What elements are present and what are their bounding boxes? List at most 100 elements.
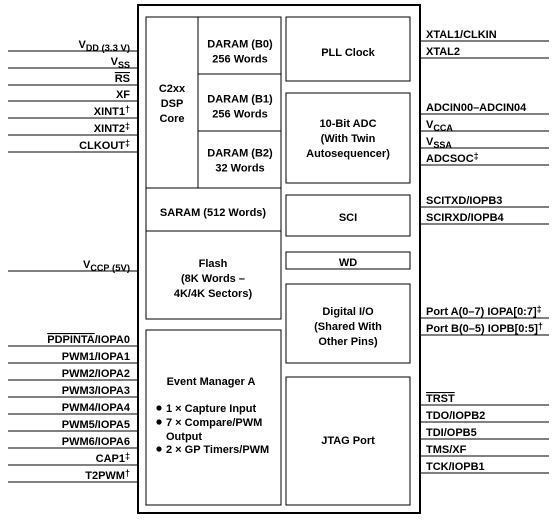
dio-label: (Shared With <box>314 321 382 333</box>
chip-outline <box>137 4 421 514</box>
daram-b1-label: DARAM (B1) <box>207 94 273 106</box>
pin-label: TCK/IOPB1 <box>426 461 485 473</box>
pin-label: PWM5/IOPA5 <box>62 419 130 431</box>
pin-label: PWM1/IOPA1 <box>62 351 130 363</box>
flash-label: 4K/4K Sectors) <box>174 288 253 300</box>
daram-b2-box <box>197 130 282 189</box>
digital-io-box <box>285 283 411 364</box>
pin-left: T2PWM† <box>8 468 138 483</box>
pin-right: TDI/OPB5 <box>420 427 549 440</box>
flash-label: (8K Words – <box>181 273 245 285</box>
pin-label: T2PWM† <box>85 468 130 482</box>
pin-right: XTAL2 <box>420 46 549 59</box>
event-manager-box <box>145 329 282 506</box>
pin-left: PWM3/IOPA3 <box>8 385 138 398</box>
event-manager-item: 1 × Capture Input <box>166 403 256 415</box>
flash-box <box>145 230 282 320</box>
flash-label: Flash <box>199 258 228 270</box>
pin-label: PWM3/IOPA3 <box>62 385 130 397</box>
pin-label: VCCA <box>426 119 453 133</box>
pin-label: SCIRXD/IOPB4 <box>426 212 505 224</box>
event-manager-item: 7 × Compare/PWM <box>166 417 262 429</box>
pin-left: VDD (3.3 V) <box>8 39 138 54</box>
bullet-icon <box>156 405 162 411</box>
pin-right: ADCIN00–ADCIN04 <box>420 102 549 115</box>
pin-label: TDI/OPB5 <box>426 427 477 439</box>
dio-label: Digital I/O <box>322 306 374 318</box>
pin-label: CLKOUT‡ <box>79 138 130 152</box>
adc-label: Autosequencer) <box>306 148 390 160</box>
bullet-icon <box>156 419 162 425</box>
pin-right: Port A(0–7) IOPA[0:7]‡ <box>420 304 549 319</box>
pin-label: PWM6/IOPA6 <box>62 436 130 448</box>
pin-label: VCCP (5V) <box>83 259 130 274</box>
daram-b1-label: 256 Words <box>212 109 267 121</box>
pin-label: SCITXD/IOPB3 <box>426 195 502 207</box>
pin-right: TMS/XF <box>420 444 549 457</box>
wd-label: WD <box>339 257 357 269</box>
bullet-icon <box>156 446 162 452</box>
pin-right: TCK/IOPB1 <box>420 461 549 474</box>
pll-label: PLL Clock <box>321 47 375 59</box>
pin-left: PWM2/IOPA2 <box>8 368 138 381</box>
pin-label: TMS/XF <box>426 444 467 456</box>
pin-left: PWM6/IOPA6 <box>8 436 138 449</box>
pin-right: TRST <box>420 393 549 406</box>
daram-b0-label: 256 Words <box>212 54 267 66</box>
pin-left: PWM4/IOPA4 <box>8 402 138 415</box>
event-manager-title: Event Manager A <box>167 376 256 388</box>
pin-left: PWM5/IOPA5 <box>8 419 138 432</box>
pin-label: ADCIN00–ADCIN04 <box>426 102 527 114</box>
pll-clock-box <box>285 16 411 82</box>
pin-label: XINT1† <box>94 104 130 118</box>
pin-label: VDD (3.3 V) <box>79 39 131 54</box>
pin-label: XF <box>116 89 130 101</box>
pin-left: XINT2‡ <box>8 121 138 136</box>
pin-label: TRST <box>426 393 455 405</box>
pin-left: XINT1† <box>8 104 138 119</box>
dio-label: Other Pins) <box>318 336 378 348</box>
pin-label: XINT2‡ <box>94 121 130 135</box>
pin-right: Port B(0–5) IOPB[0:5]† <box>420 321 549 336</box>
pin-right: VSSA <box>420 136 549 150</box>
adc-label: 10-Bit ADC <box>319 118 376 130</box>
cpu-label: C2xx <box>159 83 186 95</box>
sci-label: SCI <box>339 212 357 224</box>
pin-left: PDPINTA/IOPA0 <box>8 334 138 347</box>
pin-label: TDO/IOPB2 <box>426 410 485 422</box>
event-manager-item: Output <box>166 431 202 443</box>
daram-b2-label: DARAM (B2) <box>207 148 273 160</box>
pin-right: TDO/IOPB2 <box>420 410 549 423</box>
pin-label: XTAL1/CLKIN <box>426 29 497 41</box>
pin-label: Port A(0–7) IOPA[0:7]‡ <box>426 304 542 318</box>
pin-label: CAP1‡ <box>96 451 130 465</box>
jtag-box <box>285 376 411 506</box>
pin-label: XTAL2 <box>426 46 460 58</box>
jtag-label: JTAG Port <box>321 435 375 447</box>
daram-b2-label: 32 Words <box>215 163 264 175</box>
wd-box <box>285 251 411 270</box>
pin-left: VSS <box>8 56 138 70</box>
pin-label: VSSA <box>426 136 452 150</box>
adc-box <box>285 92 411 184</box>
pin-label: ADCSOC‡ <box>426 151 479 165</box>
pin-left: XF <box>8 89 138 102</box>
pin-left: RS <box>8 73 138 86</box>
sci-box <box>285 194 411 237</box>
adc-label: (With Twin <box>321 133 376 145</box>
pin-right: SCIRXD/IOPB4 <box>420 212 549 225</box>
pin-label: Port B(0–5) IOPB[0:5]† <box>426 321 543 335</box>
pin-left: PWM1/IOPA1 <box>8 351 138 364</box>
cpu-label: DSP <box>161 98 184 110</box>
pin-label: PWM2/IOPA2 <box>62 368 130 380</box>
event-manager-item: 2 × GP Timers/PWM <box>166 444 269 456</box>
pin-right: SCITXD/IOPB3 <box>420 195 549 208</box>
pin-label: PWM4/IOPA4 <box>62 402 131 414</box>
pin-label: RS <box>115 73 130 85</box>
pin-left: VCCP (5V) <box>8 259 138 274</box>
pin-left: CAP1‡ <box>8 451 138 466</box>
cpu-label: Core <box>159 113 184 125</box>
pin-label: PDPINTA/IOPA0 <box>47 334 130 346</box>
daram-b0-label: DARAM (B0) <box>207 39 273 51</box>
